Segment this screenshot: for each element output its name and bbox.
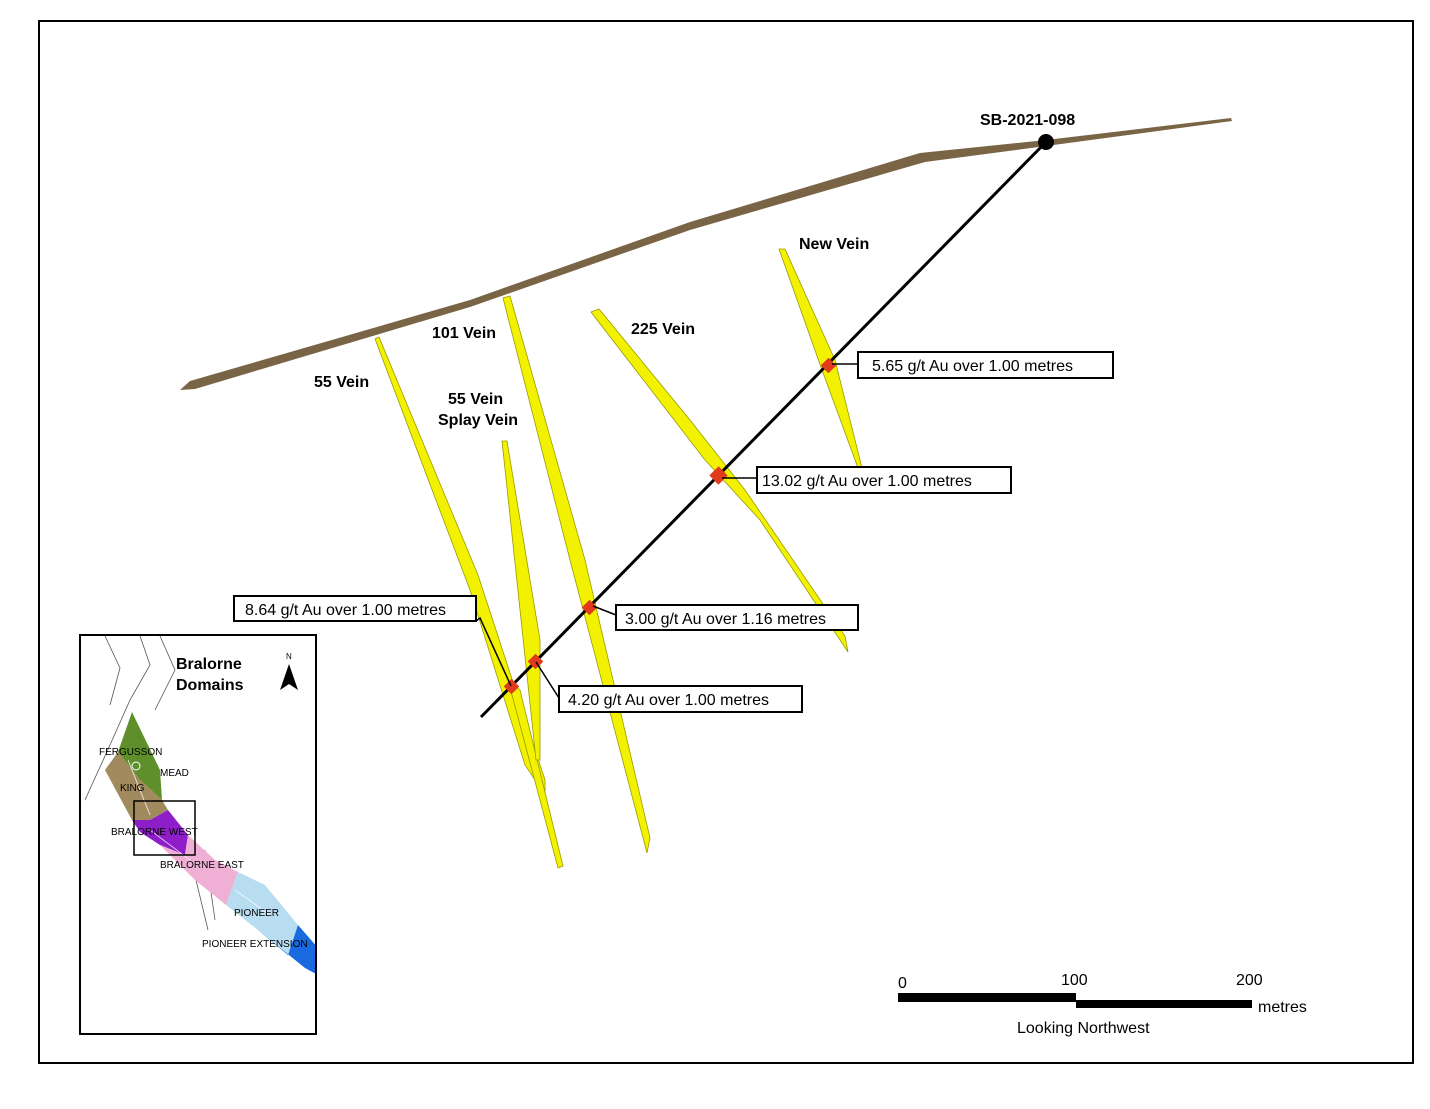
- inset-frame: [79, 634, 317, 1035]
- domain-label-fergusson: FERGUSSON: [99, 747, 162, 758]
- intercept-marker: [709, 466, 728, 485]
- vein-55-splay: [501, 440, 541, 761]
- scale-tick-100: 100: [1061, 972, 1088, 989]
- view-direction: Looking Northwest: [1017, 1020, 1150, 1037]
- drillhole-collar: [1038, 134, 1054, 150]
- inset-map: Bralorne Domains N FERGUSSON MEAD KING B…: [79, 634, 317, 1035]
- scale-bar: 0 100 200 metres Looking Northwest: [898, 972, 1307, 1037]
- intercept-label-1: 5.65 g/t Au over 1.00 metres: [872, 358, 1073, 375]
- drillhole-label: SB-2021-098: [980, 112, 1075, 129]
- callout-2: 13.02 g/t Au over 1.00 metres: [722, 466, 1012, 494]
- vein-label-splay-line2: Splay Vein: [438, 412, 518, 429]
- vein-label-splay-line1: 55 Vein: [448, 391, 503, 408]
- vein-label-new: New Vein: [799, 236, 869, 253]
- vein-label-101: 101 Vein: [432, 325, 496, 342]
- intercept-marker: [581, 599, 598, 616]
- north-label: N: [286, 652, 292, 661]
- scale-tick-200: 200: [1236, 972, 1263, 989]
- inset-location-box: [133, 800, 196, 856]
- domain-label-king: KING: [120, 783, 145, 794]
- vein-label-225: 225 Vein: [631, 321, 695, 338]
- intercept-marker: [527, 653, 544, 670]
- domain-label-pioneer-extension: PIONEER EXTENSION: [202, 939, 308, 950]
- callout-4: 8.64 g/t Au over 1.00 metres: [233, 595, 512, 687]
- vein-225: [590, 308, 849, 653]
- intercept-markers: [503, 357, 837, 695]
- callout-1: 5.65 g/t Au over 1.00 metres: [832, 351, 1114, 379]
- north-arrow-icon: [280, 664, 298, 690]
- scale-tick-0: 0: [898, 975, 907, 992]
- intercept-marker: [503, 678, 520, 695]
- callout-5: 4.20 g/t Au over 1.00 metres: [535, 661, 803, 713]
- inset-title-line1: Bralorne: [176, 656, 242, 673]
- intercept-label-5: 4.20 g/t Au over 1.00 metres: [568, 692, 769, 709]
- inset-title-line2: Domains: [176, 677, 244, 694]
- drillhole-trace: [479, 140, 1048, 719]
- intercept-label-2: 13.02 g/t Au over 1.00 metres: [762, 473, 972, 490]
- vein-101: [502, 295, 651, 854]
- vein-label-55: 55 Vein: [314, 374, 369, 391]
- intercept-label-3: 3.00 g/t Au over 1.16 metres: [625, 611, 826, 628]
- scale-unit: metres: [1258, 999, 1307, 1016]
- veins: [374, 248, 863, 869]
- domain-label-bralorne-west: BRALORNE WEST: [111, 827, 198, 838]
- domain-label-pioneer: PIONEER: [234, 908, 279, 919]
- intercept-label-4: 8.64 g/t Au over 1.00 metres: [245, 602, 446, 619]
- domain-label-bralorne-east: BRALORNE EAST: [160, 860, 244, 871]
- intercept-marker: [820, 357, 837, 374]
- callout-3: 3.00 g/t Au over 1.16 metres: [592, 604, 859, 631]
- domain-label-mead: MEAD: [160, 768, 189, 779]
